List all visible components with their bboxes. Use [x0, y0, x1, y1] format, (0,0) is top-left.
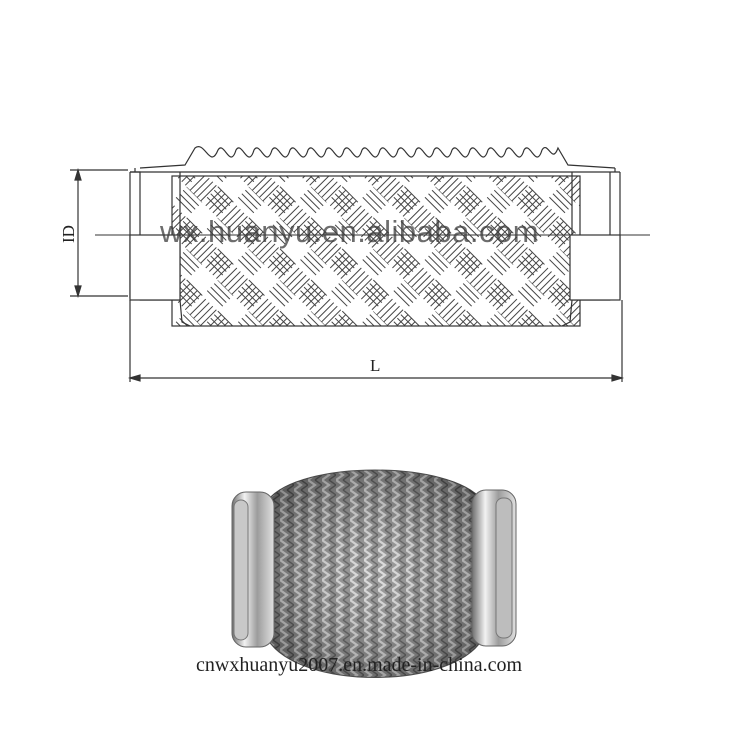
braid-section: [171, 175, 581, 327]
length-dimension: [127, 300, 625, 382]
right-ring: [471, 489, 517, 647]
technical-drawing: [70, 146, 650, 382]
length-dimension-label: L: [370, 356, 381, 375]
id-dimension: [70, 167, 128, 299]
product-photo: [231, 469, 517, 678]
id-dimension-label: ID: [58, 225, 78, 243]
bellows-convolutions: [139, 146, 616, 169]
left-ring: [231, 491, 275, 648]
photo-caption: cnwxhuanyu2007.en.made-in-china.com: [196, 654, 523, 676]
watermark: wx.huanyu.en.alibaba.com: [160, 214, 540, 249]
